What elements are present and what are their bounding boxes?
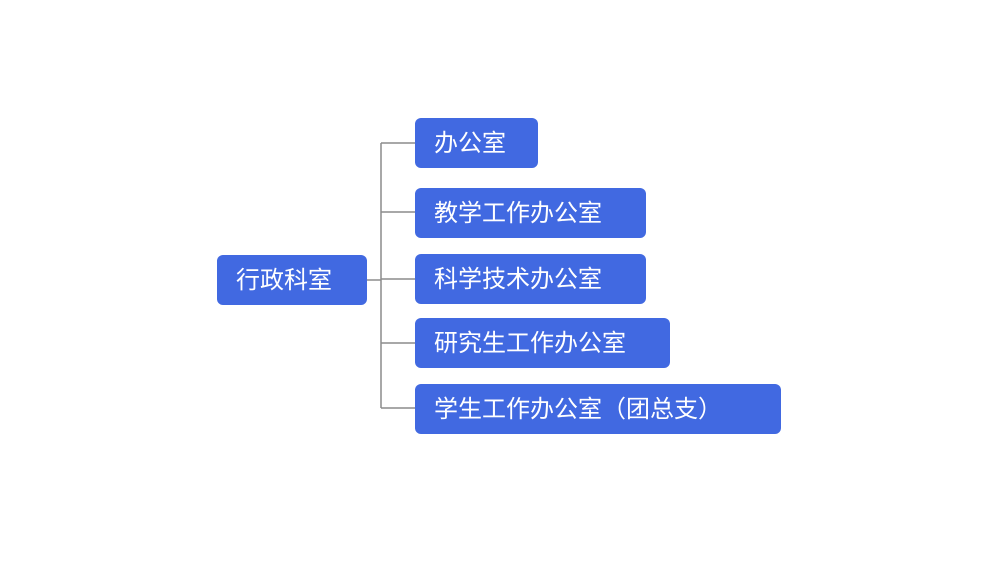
child-node-graduate-office: 研究生工作办公室	[415, 318, 670, 368]
root-node: 行政科室	[217, 255, 367, 305]
child-node-teaching-office: 教学工作办公室	[415, 188, 646, 238]
child-node-science-office: 科学技术办公室	[415, 254, 646, 304]
child-node-office: 办公室	[415, 118, 538, 168]
child-node-student-office: 学生工作办公室（团总支）	[415, 384, 781, 434]
